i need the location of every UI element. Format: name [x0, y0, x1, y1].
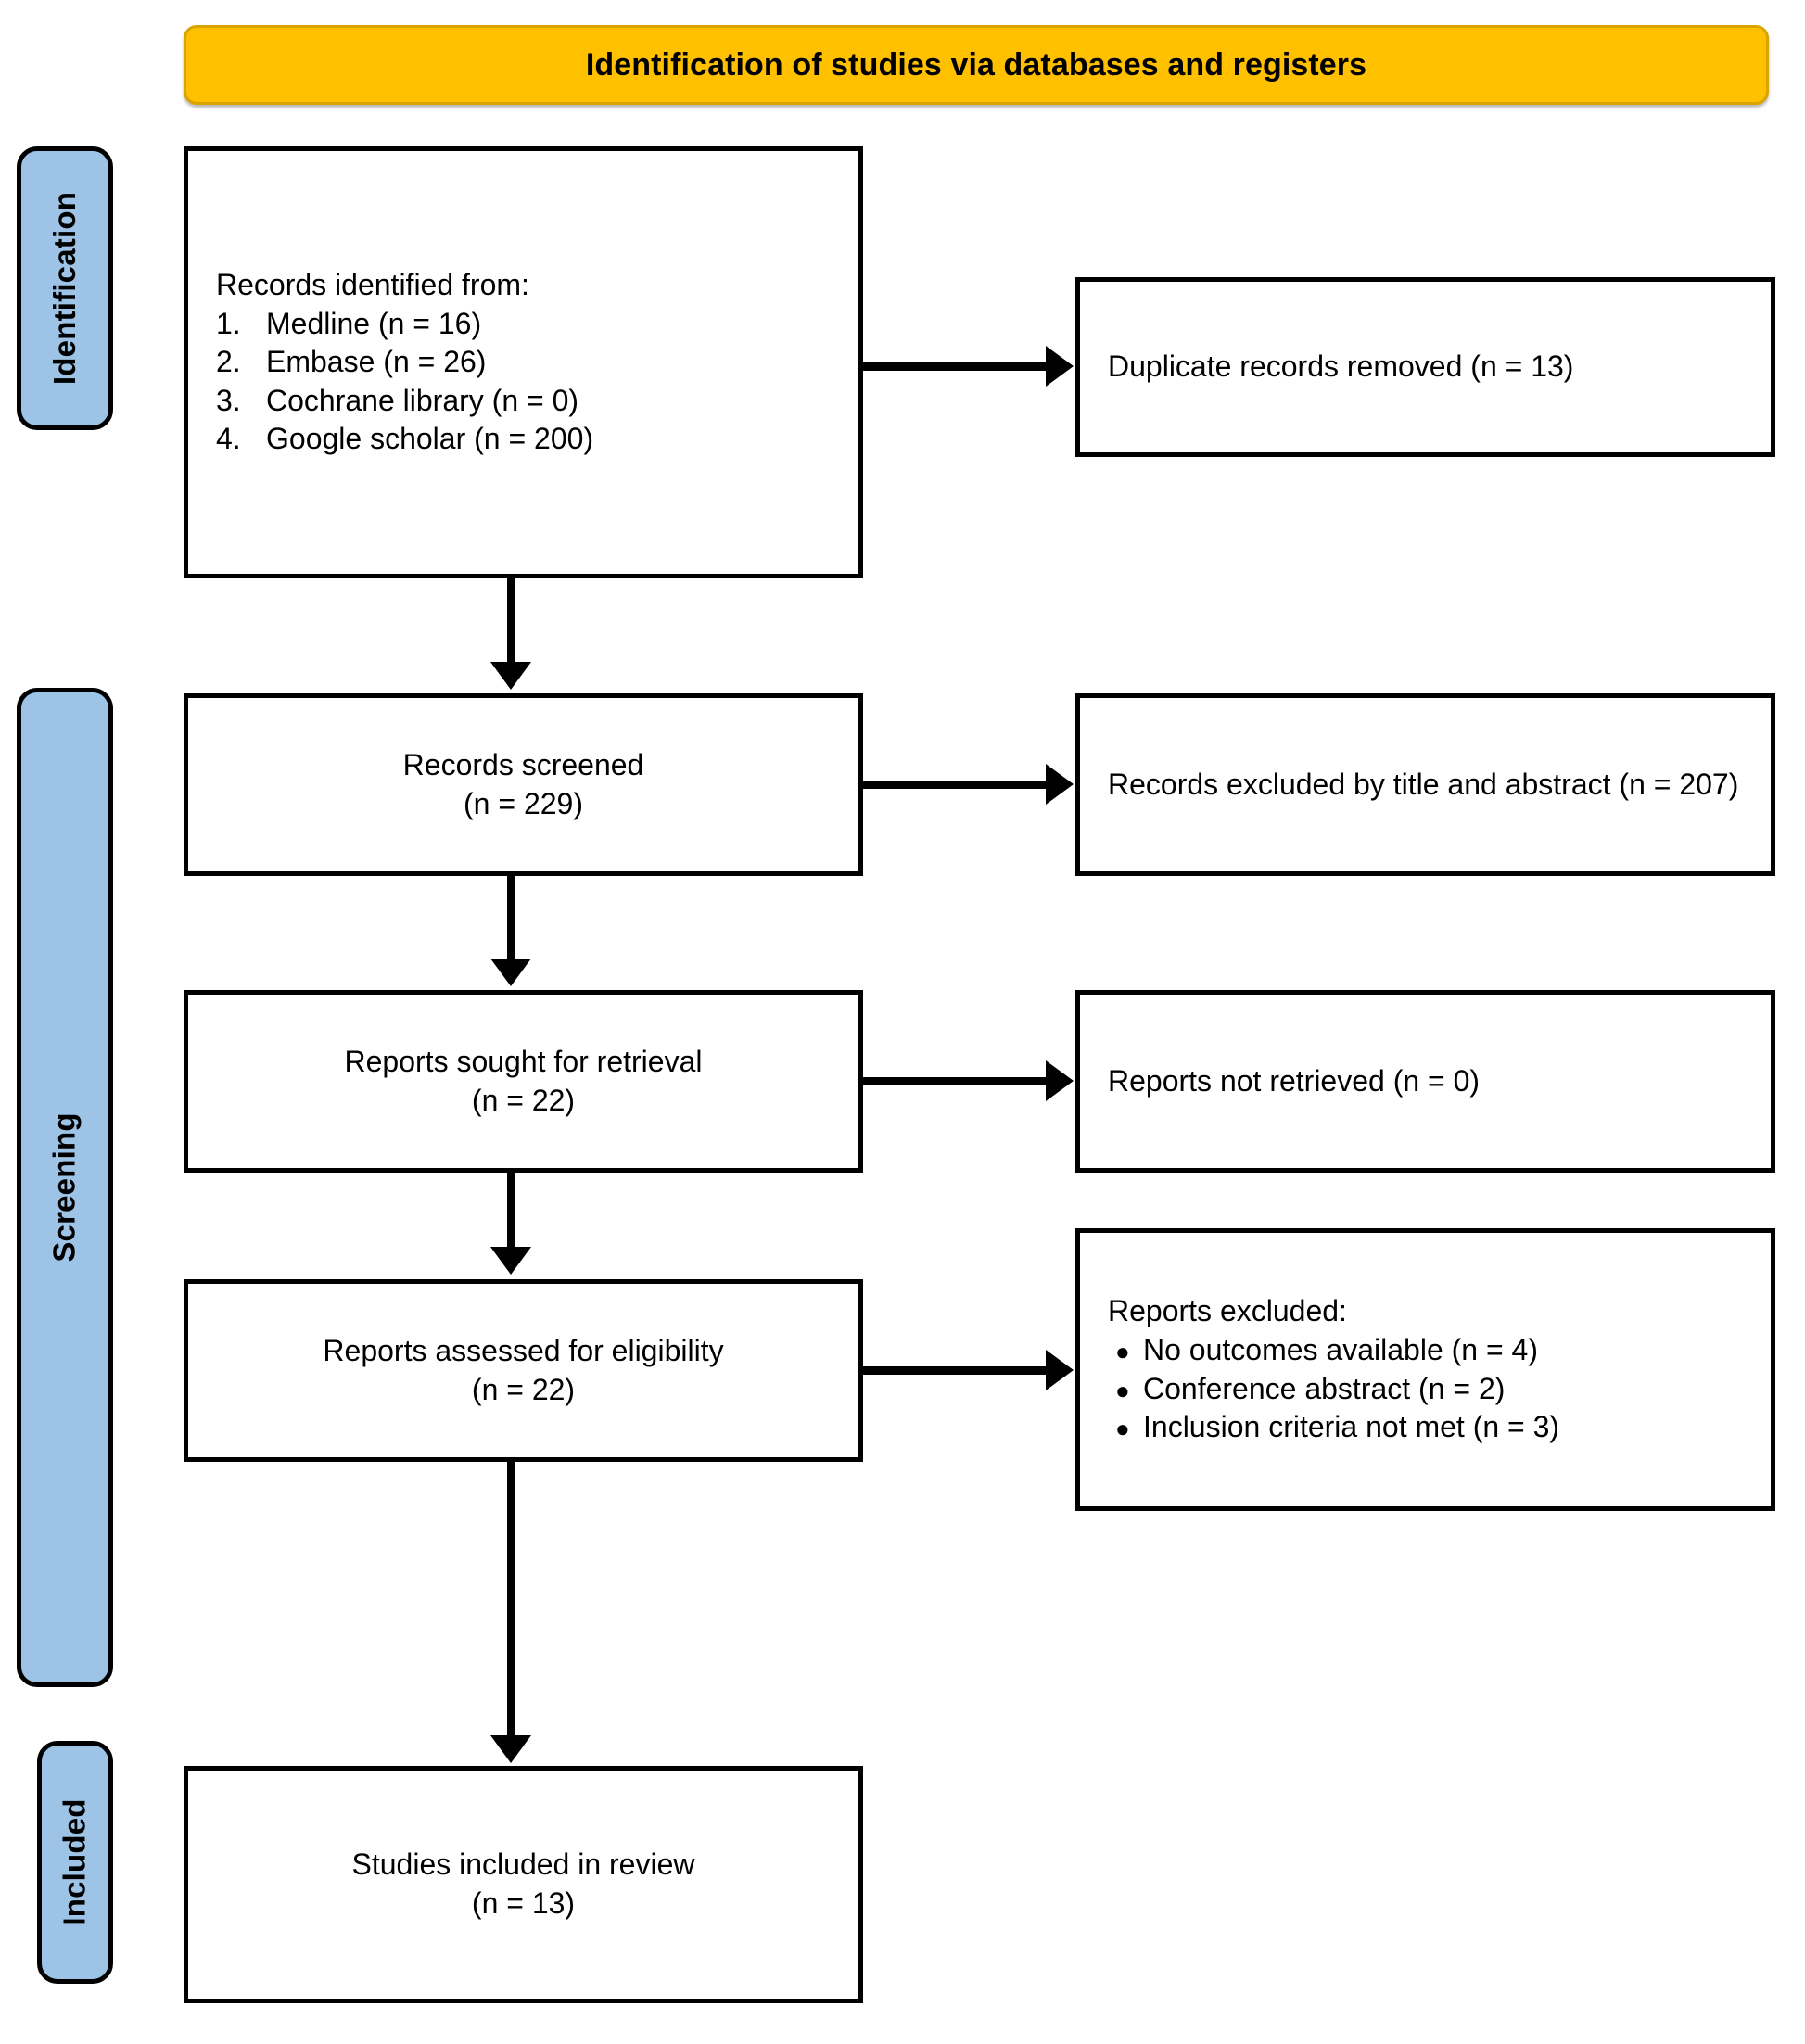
arrowhead-down-icon	[490, 1735, 531, 1763]
source-number: 1.	[216, 306, 241, 340]
arrowhead-right-icon	[1046, 764, 1074, 805]
reason-label: No outcomes available (n = 4)	[1143, 1332, 1538, 1366]
reason-label: Conference abstract (n = 2)	[1143, 1371, 1506, 1405]
duplicate-records-text: Duplicate records removed (n = 13)	[1108, 349, 1574, 384]
records-excluded-text: Records excluded by title and abstract (…	[1108, 767, 1739, 801]
studies-included-label: Studies included in review	[351, 1847, 695, 1882]
arrowhead-down-icon	[490, 1247, 531, 1275]
list-item: ● No outcomes available (n = 4)	[1108, 1331, 1747, 1370]
box-reports-assessed-for-eligibility: Reports assessed for eligibility (n = 22…	[184, 1279, 863, 1462]
connector-assessed-to-reports-excluded	[863, 1366, 1048, 1375]
list-item: 3. Cochrane library (n = 0)	[216, 382, 834, 421]
reports-assessed-count: (n = 22)	[471, 1372, 576, 1406]
reports-excluded-heading: Reports excluded:	[1108, 1294, 1347, 1328]
arrowhead-down-icon	[490, 662, 531, 690]
banner-title: Identification of studies via databases …	[585, 46, 1367, 83]
arrowhead-down-icon	[490, 959, 531, 986]
list-item: 1. Medline (n = 16)	[216, 305, 834, 344]
bullet-icon: ●	[1115, 1415, 1130, 1443]
source-number: 4.	[216, 422, 241, 456]
stage-included-text: Included	[57, 1798, 92, 1926]
stage-identification-text: Identification	[47, 191, 83, 386]
box-records-screened: Records screened (n = 229)	[184, 693, 863, 876]
stage-label-included: Included	[37, 1741, 113, 1984]
arrowhead-right-icon	[1046, 346, 1074, 387]
source-label: Embase (n = 26)	[266, 345, 487, 379]
reports-not-retrieved-text: Reports not retrieved (n = 0)	[1108, 1063, 1481, 1098]
records-screened-label: Records screened	[402, 747, 644, 781]
list-item: ● Inclusion criteria not met (n = 3)	[1108, 1408, 1747, 1447]
source-number: 3.	[216, 383, 241, 417]
stage-screening-text: Screening	[47, 1112, 83, 1263]
records-screened-count: (n = 229)	[464, 786, 583, 820]
list-item: 4. Google scholar (n = 200)	[216, 420, 834, 459]
box-reports-not-retrieved: Reports not retrieved (n = 0)	[1075, 990, 1775, 1173]
source-label: Google scholar (n = 200)	[266, 422, 594, 456]
box-reports-sought-for-retrieval: Reports sought for retrieval (n = 22)	[184, 990, 863, 1173]
arrowhead-right-icon	[1046, 1060, 1074, 1101]
connector-identified-to-screened	[507, 578, 515, 666]
bullet-icon: ●	[1115, 1376, 1130, 1404]
reports-excluded-reason-list: ● No outcomes available (n = 4) ● Confer…	[1108, 1331, 1747, 1447]
connector-sought-to-assessed	[507, 1173, 515, 1250]
stage-label-identification: Identification	[17, 146, 113, 430]
reports-assessed-label: Reports assessed for eligibility	[323, 1333, 724, 1367]
box-records-excluded-title-abstract: Records excluded by title and abstract (…	[1075, 693, 1775, 876]
reports-sought-label: Reports sought for retrieval	[344, 1044, 703, 1078]
list-item: 2. Embase (n = 26)	[216, 343, 834, 382]
box-duplicate-records-removed: Duplicate records removed (n = 13)	[1075, 277, 1775, 457]
bullet-icon: ●	[1115, 1337, 1130, 1365]
box-records-identified: Records identified from: 1. Medline (n =…	[184, 146, 863, 578]
records-identified-heading: Records identified from:	[216, 268, 529, 302]
connector-identified-to-duplicates	[863, 362, 1048, 371]
arrowhead-right-icon	[1046, 1350, 1074, 1390]
studies-included-count: (n = 13)	[471, 1886, 576, 1920]
connector-screened-to-sought	[507, 876, 515, 961]
diagram-banner: Identification of studies via databases …	[184, 25, 1769, 105]
source-number: 2.	[216, 345, 241, 379]
connector-assessed-to-included	[507, 1462, 515, 1737]
connector-screened-to-excluded	[863, 781, 1048, 789]
connector-sought-to-not-retrieved	[863, 1077, 1048, 1085]
stage-label-screening: Screening	[17, 688, 113, 1687]
reports-sought-count: (n = 22)	[471, 1083, 576, 1117]
box-studies-included-in-review: Studies included in review (n = 13)	[184, 1766, 863, 2003]
source-label: Medline (n = 16)	[266, 306, 482, 340]
source-label: Cochrane library (n = 0)	[266, 383, 579, 417]
list-item: ● Conference abstract (n = 2)	[1108, 1370, 1747, 1409]
records-identified-source-list: 1. Medline (n = 16) 2. Embase (n = 26) 3…	[216, 305, 834, 459]
box-reports-excluded: Reports excluded: ● No outcomes availabl…	[1075, 1228, 1775, 1511]
reason-label: Inclusion criteria not met (n = 3)	[1143, 1410, 1560, 1444]
